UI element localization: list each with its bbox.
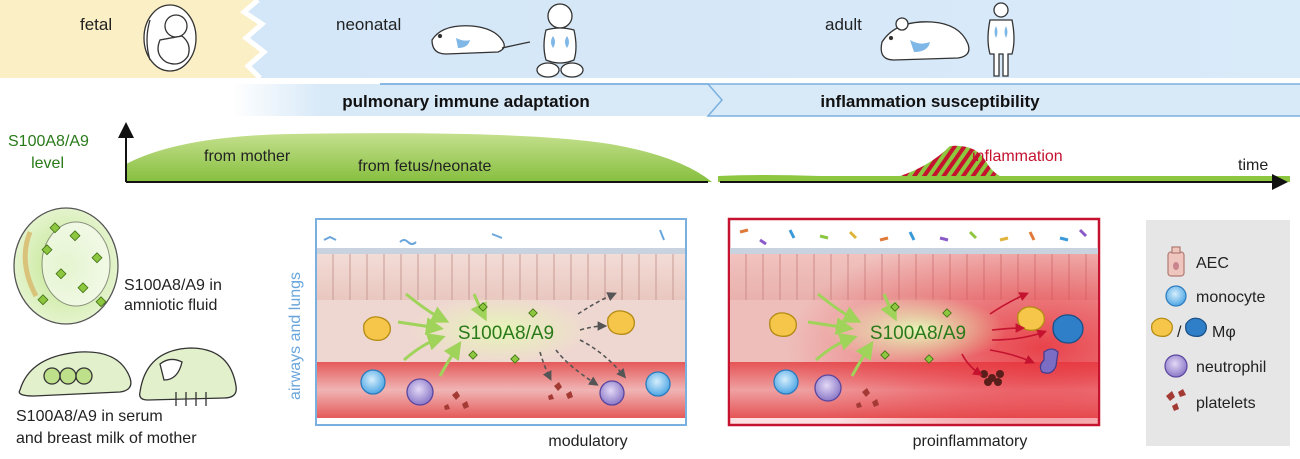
legend-macrophage-sep: / — [1177, 324, 1182, 341]
red-arrows — [961, 292, 1048, 376]
stage-band: fetal neonatal adult — [0, 0, 1300, 80]
y-axis-label-line1: S100A8/A9 — [8, 133, 89, 150]
lumen-particles — [323, 229, 665, 245]
green-arrows — [397, 292, 487, 377]
legend-activated-macrophage-icon — [1185, 317, 1207, 337]
level-plot: S100A8/A9 level from mother from fetus/n… — [8, 122, 1290, 190]
neonatal-mouse-icon — [431, 25, 531, 55]
legend-monocyte-label: monocyte — [1196, 289, 1265, 306]
epithelium-layer — [317, 254, 685, 300]
adult-human-icon — [987, 2, 1015, 77]
legend-platelets-label: platelets — [1196, 395, 1256, 412]
phase-arrow-left — [232, 84, 722, 116]
activated-neutrophil — [1039, 348, 1059, 374]
inflammation-peak — [900, 145, 1000, 176]
neutrophil-cell — [406, 378, 434, 406]
amniotic-fetus-icon — [13, 207, 119, 325]
macrophage-cell-4 — [1017, 306, 1045, 331]
phase-band: pulmonary immune adaptation inflammation… — [232, 83, 1300, 117]
stage-adult-label: adult — [825, 15, 862, 34]
y-axis-label-line2: level — [31, 155, 64, 172]
monocyte-cell-2 — [645, 371, 671, 397]
x-axis-label: time — [1238, 157, 1268, 174]
legend-platelets-icon — [1166, 389, 1186, 411]
legend-neutrophil-icon — [1164, 354, 1188, 378]
legend-macrophage-icon — [1151, 317, 1173, 337]
level-baseline-adult — [718, 175, 1290, 182]
phase-left-label: pulmonary immune adaptation — [342, 92, 589, 111]
proinflammatory-center-label: S100A8/A9 — [870, 323, 966, 344]
mother-mice-icon — [18, 347, 237, 406]
gray-arrows — [539, 292, 627, 386]
stage-neonatal-label: neonatal — [336, 15, 401, 34]
fetal-background — [0, 0, 264, 78]
level-curve-early — [126, 133, 712, 182]
label-from-mother: from mother — [204, 148, 291, 165]
stage-fetal-label: fetal — [80, 15, 112, 34]
phase-arrow-right — [708, 84, 1300, 116]
macrophage-cell-3 — [769, 312, 797, 337]
macrophage-cell — [363, 316, 391, 341]
proinflammatory-caption: proinflammatory — [913, 433, 1028, 450]
adult-mouse-icon — [880, 17, 970, 61]
lumen-particles-dense — [739, 228, 1088, 246]
fetus-icon — [143, 4, 197, 72]
legend-macrophage-label: Mφ — [1212, 324, 1236, 341]
zigzag-divider — [239, 0, 268, 80]
serum-label-line2: and breast milk of mother — [16, 430, 197, 447]
activated-macrophage — [1052, 314, 1084, 344]
platelets-group — [444, 382, 573, 410]
proinflammatory-panel: S100A8/A9 — [727, 217, 1101, 427]
modulatory-panel: S100A8/A9 — [315, 218, 687, 426]
epithelial-cells — [332, 254, 674, 300]
legend-monocyte-icon — [1165, 285, 1187, 307]
macrophage-cell-2 — [607, 310, 635, 335]
neutrophil-cell-2 — [599, 380, 625, 406]
sources-column: S100A8/A9 in amniotic fluid S100A8/A9 in… — [13, 207, 237, 447]
legend-aec-label: AEC — [1196, 255, 1229, 272]
baby-icon — [536, 3, 584, 78]
airways-lungs-label: airways and lungs — [287, 272, 304, 400]
amniotic-label-line2: amniotic fluid — [124, 297, 217, 314]
amniotic-label-line1: S100A8/A9 in — [124, 277, 222, 294]
modulatory-center-label: S100A8/A9 — [458, 323, 554, 344]
modulatory-caption: modulatory — [548, 433, 627, 450]
legend-aec-icon — [1167, 246, 1185, 277]
label-from-fetus: from fetus/neonate — [358, 158, 492, 175]
legend: AEC monocyte / Mφ neutrophil platelets — [1146, 220, 1290, 446]
serum-label-line1: S100A8/A9 in serum — [16, 408, 163, 425]
monocyte-cell — [360, 369, 386, 395]
legend-neutrophil-label: neutrophil — [1196, 359, 1266, 376]
label-inflammation: inflammation — [972, 148, 1063, 165]
phase-right-label: inflammation susceptibility — [820, 92, 1040, 111]
